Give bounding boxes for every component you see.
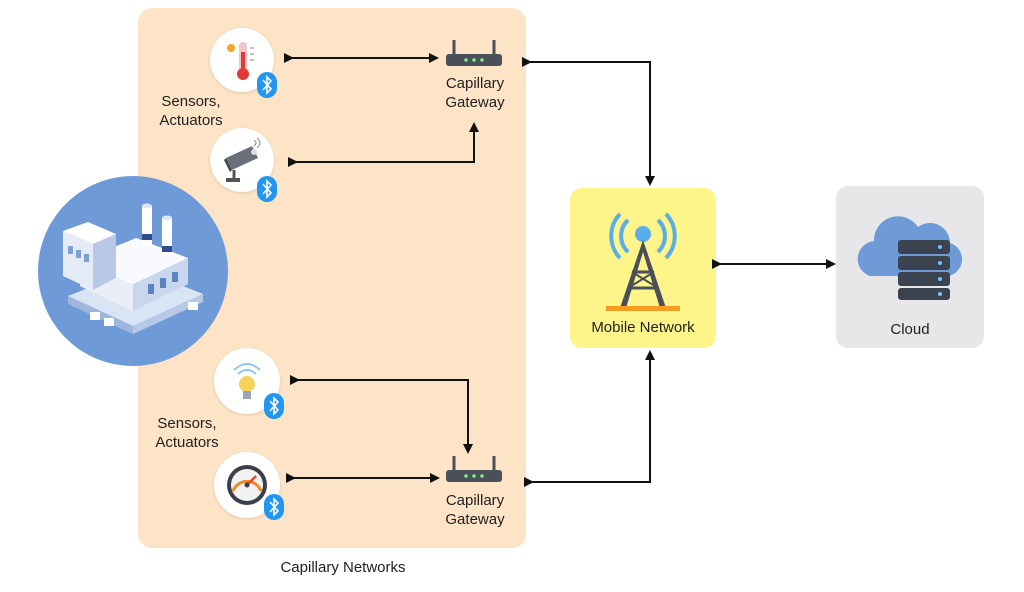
capillary-networks-label: Capillary Networks — [280, 559, 406, 576]
gateway-label-top-line2: Gateway — [445, 94, 505, 111]
bluetooth-icon — [257, 72, 277, 98]
camera-icon — [224, 137, 261, 182]
thermometer-icon — [227, 42, 254, 80]
bluetooth-icon — [264, 393, 284, 419]
factory-icon — [63, 203, 203, 334]
cell-tower-icon — [606, 212, 680, 311]
sensors-label-top-line1: Sensors, — [161, 93, 221, 110]
camera-sensor — [210, 128, 274, 192]
gateway-label-top: Capillary Gateway — [430, 74, 520, 112]
sensors-label-bottom: Sensors, Actuators — [142, 414, 232, 452]
mobile-network-panel — [570, 188, 716, 348]
gateway-label-top-line1: Capillary — [445, 75, 505, 92]
bluetooth-icon — [257, 176, 277, 202]
bluetooth-icon — [264, 494, 284, 520]
factory-node — [38, 176, 228, 366]
sensors-label-top: Sensors, Actuators — [146, 92, 236, 130]
router-icon — [446, 40, 502, 66]
sensors-label-bottom-line2: Actuators — [155, 434, 219, 451]
arrow-gateway-bottom-mobile — [524, 350, 655, 487]
cloud-server-icon — [857, 216, 963, 300]
gateway-label-bottom: Capillary Gateway — [430, 491, 520, 529]
sensors-label-bottom-line1: Sensors, — [157, 415, 217, 432]
gateway-label-bottom-line2: Gateway — [445, 511, 505, 528]
sensors-label-top-line2: Actuators — [159, 112, 223, 129]
arrow-gateway-top-mobile — [522, 57, 655, 186]
mobile-network-label: Mobile Network — [591, 319, 695, 336]
router-icon — [446, 456, 502, 482]
bulb-icon — [233, 363, 261, 399]
gateway-label-bottom-line1: Capillary — [445, 492, 505, 509]
gauge-icon — [227, 465, 267, 505]
cloud-label: Cloud — [890, 321, 930, 338]
